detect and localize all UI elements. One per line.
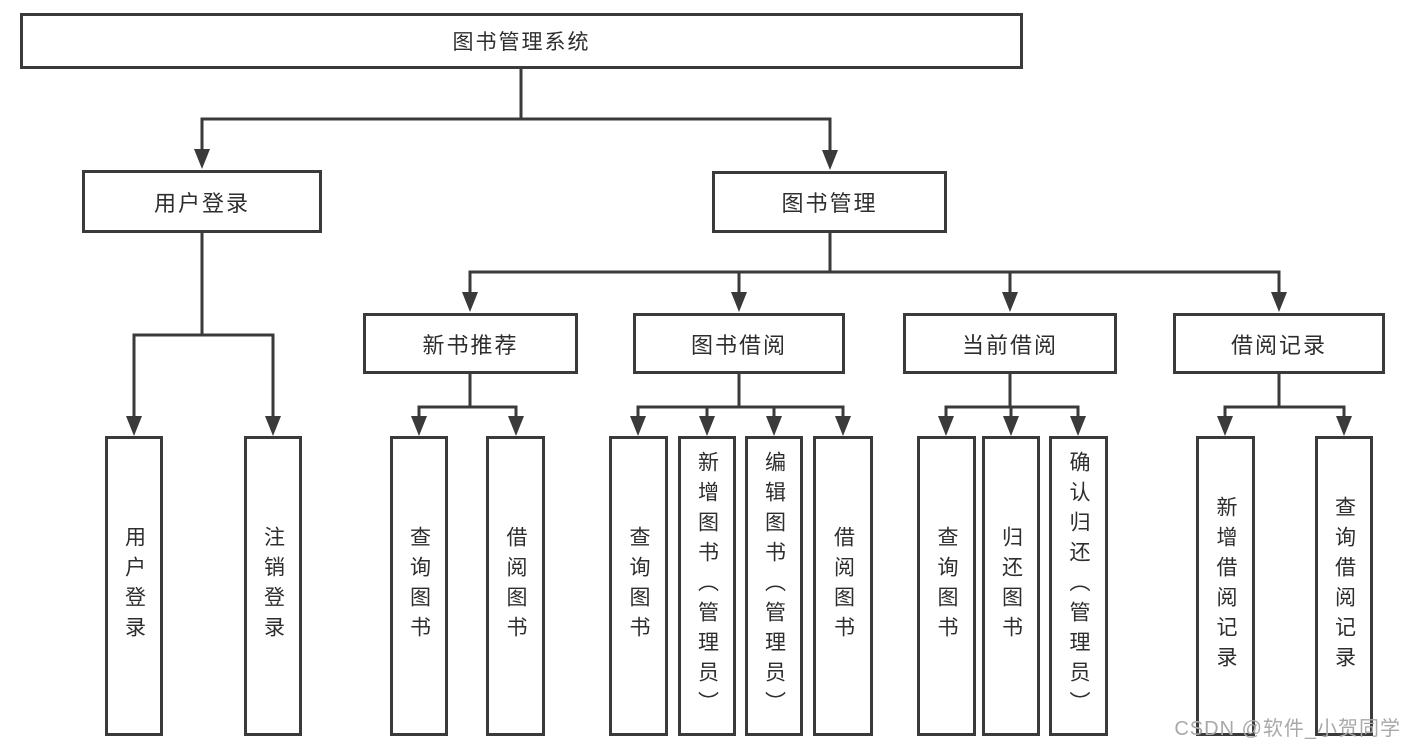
connector-book-borrow-to-leaves [636,372,845,419]
arrowhead-icon [699,416,715,436]
connector-root-to-level2 [200,67,832,154]
arrowhead-icon [1003,416,1019,436]
leaf-records-add-borrow-record: 新增借阅记录 [1196,436,1255,736]
connector-borrow-records-to-leaves [1223,372,1346,419]
node-label: 借阅记录 [1230,332,1327,358]
node-library-management-system: 图书管理系统 [20,13,1023,69]
leaf-borrow-query-books: 查询图书 [609,436,668,736]
node-label: 当前借阅 [961,332,1058,358]
node-label: 新书推荐 [422,332,519,358]
node-label: 借阅图书 [504,526,527,646]
leaf-current-confirm-return-admin: 确认归还（管理员） [1049,436,1108,736]
leaf-newbook-query-books: 查询图书 [390,436,448,736]
arrowhead-icon [1336,416,1352,436]
leaf-borrow-edit-books-admin: 编辑图书（管理员） [745,436,803,736]
arrowhead-icon [126,416,142,436]
node-user-login: 用户登录 [82,170,322,233]
arrowhead-icon [630,416,646,436]
node-borrow-records: 借阅记录 [1173,313,1385,374]
node-label: 查询图书 [935,526,958,646]
connector-new-book-rec-to-leaves [417,372,518,419]
node-label: 图书借阅 [690,332,787,358]
leaf-logout: 注销登录 [244,436,302,736]
arrowhead-icon [1217,416,1233,436]
arrowhead-icon [508,416,524,436]
arrowhead-icon [938,416,954,436]
arrowhead-icon [265,416,281,436]
arrowhead-icon [1271,292,1287,312]
arrowhead-icon [462,292,478,312]
node-label: 确认归还（管理员） [1067,451,1090,721]
node-current-borrowing: 当前借阅 [903,313,1117,374]
node-label: 用户登录 [153,190,250,216]
arrowhead-icon [1070,416,1086,436]
arrowhead-icon [411,416,427,436]
node-label: 归还图书 [999,526,1023,646]
node-new-book-recommend: 新书推荐 [363,313,578,374]
node-label: 图书管理系统 [452,31,591,54]
arrowhead-icon [822,150,838,170]
connector-current-borrow-to-leaves [944,372,1080,419]
node-label: 新增图书（管理员） [695,451,719,721]
node-label: 用户登录 [122,526,146,646]
connector-book-management-to-level3 [468,231,1281,295]
node-label: 借阅图书 [831,526,855,646]
leaf-newbook-borrow-books: 借阅图书 [486,436,545,736]
leaf-borrow-add-books-admin: 新增图书（管理员） [678,436,736,736]
connector-user-login-to-leaves [132,231,275,419]
node-label: 注销登录 [261,526,285,646]
node-label: 图书管理 [781,191,878,216]
node-label: 新增借阅记录 [1214,496,1237,676]
arrowhead-icon [1002,292,1018,312]
node-book-management: 图书管理 [712,171,947,233]
leaf-current-return-books: 归还图书 [982,436,1040,736]
node-label: 编辑图书（管理员） [762,451,786,721]
csdn-watermark: CSDN @软件_小贺同学 [1174,718,1401,740]
leaf-records-query-borrow-record: 查询借阅记录 [1315,436,1373,736]
arrowhead-icon [766,416,782,436]
arrowhead-icon [835,416,851,436]
node-book-borrowing: 图书借阅 [633,313,845,374]
leaf-borrow-borrow-books: 借阅图书 [813,436,873,736]
leaf-current-query-books: 查询图书 [917,436,976,736]
arrowhead-icon [731,292,747,312]
leaf-user-login: 用户登录 [105,436,163,736]
arrowhead-icon [194,149,210,169]
node-label: 查询图书 [407,526,431,646]
node-label: 查询图书 [627,526,650,646]
node-label: 查询借阅记录 [1332,496,1356,676]
